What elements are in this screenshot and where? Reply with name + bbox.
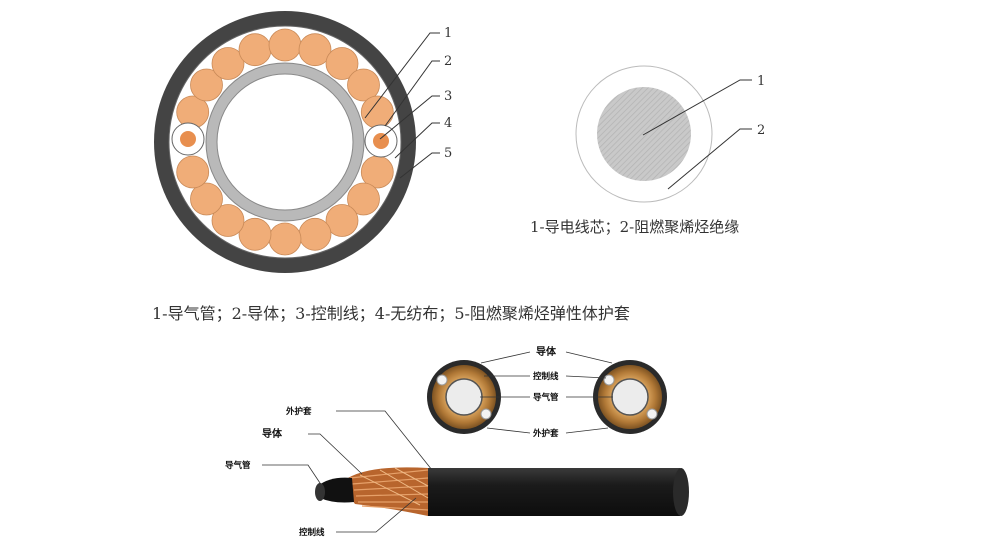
label-control-wire: 控制线	[299, 527, 325, 538]
label-conductor: 导体	[262, 427, 283, 440]
conductor-strand	[268, 222, 302, 256]
callout-2-1: 1	[757, 74, 765, 89]
conductor-strand	[347, 68, 380, 102]
conductor-strand	[347, 182, 380, 216]
callout-leaders-2	[642, 79, 752, 190]
right-cross-section	[593, 360, 667, 434]
conductor-strands	[176, 28, 394, 256]
side-view-leaders	[262, 410, 433, 533]
cs-label-conductor: 导体	[536, 345, 557, 358]
conductor-strand	[190, 68, 223, 102]
conductor-strand	[211, 204, 245, 237]
cable-jacket	[428, 468, 685, 516]
label-air-tube: 导气管	[225, 460, 251, 471]
control-wire-left	[171, 122, 205, 156]
cs-label-control-wire: 控制线	[533, 371, 559, 382]
conductor-strand	[325, 204, 359, 237]
conductor-strand	[298, 33, 332, 67]
callout-4: 4	[444, 116, 452, 131]
control-wire-right	[364, 124, 398, 158]
conductor-strand	[176, 155, 210, 189]
conductor-strand	[298, 217, 332, 251]
air-tube-bore	[216, 73, 354, 211]
left-cross-section	[427, 360, 501, 434]
conductor-strand	[238, 217, 272, 251]
cable-cross-section	[154, 11, 416, 273]
conductor-strand	[360, 95, 394, 129]
cross-section-leaders	[480, 351, 613, 434]
callout-leaders-1	[364, 32, 440, 179]
conductor-strand	[238, 33, 272, 67]
caption-diagram-1: 1-导气管；2-导体；3-控制线；4-无纺布；5-阻燃聚烯烃弹性体护套	[152, 304, 630, 323]
callout-2: 2	[444, 54, 452, 69]
callout-numbers-1: 1 2 3 4 5	[444, 26, 452, 161]
callout-1: 1	[444, 26, 452, 41]
callout-2-2: 2	[757, 123, 765, 138]
callout-3: 3	[444, 89, 452, 104]
conductor-strand	[268, 28, 302, 62]
caption-diagram-2: 1-导电线芯；2-阻燃聚烯烃绝缘	[530, 218, 740, 236]
cs-label-sheath: 外护套	[532, 428, 559, 439]
label-sheath: 外护套	[285, 406, 312, 417]
conductor-strand	[190, 182, 223, 216]
cable-side-view	[315, 467, 689, 516]
conductor-strand	[325, 47, 359, 80]
cs-label-air-tube: 导气管	[533, 392, 559, 403]
conductor-strand	[211, 47, 245, 80]
callout-5: 5	[444, 146, 452, 161]
dual-cross-sections	[427, 360, 667, 434]
air-tube-end	[318, 477, 354, 503]
